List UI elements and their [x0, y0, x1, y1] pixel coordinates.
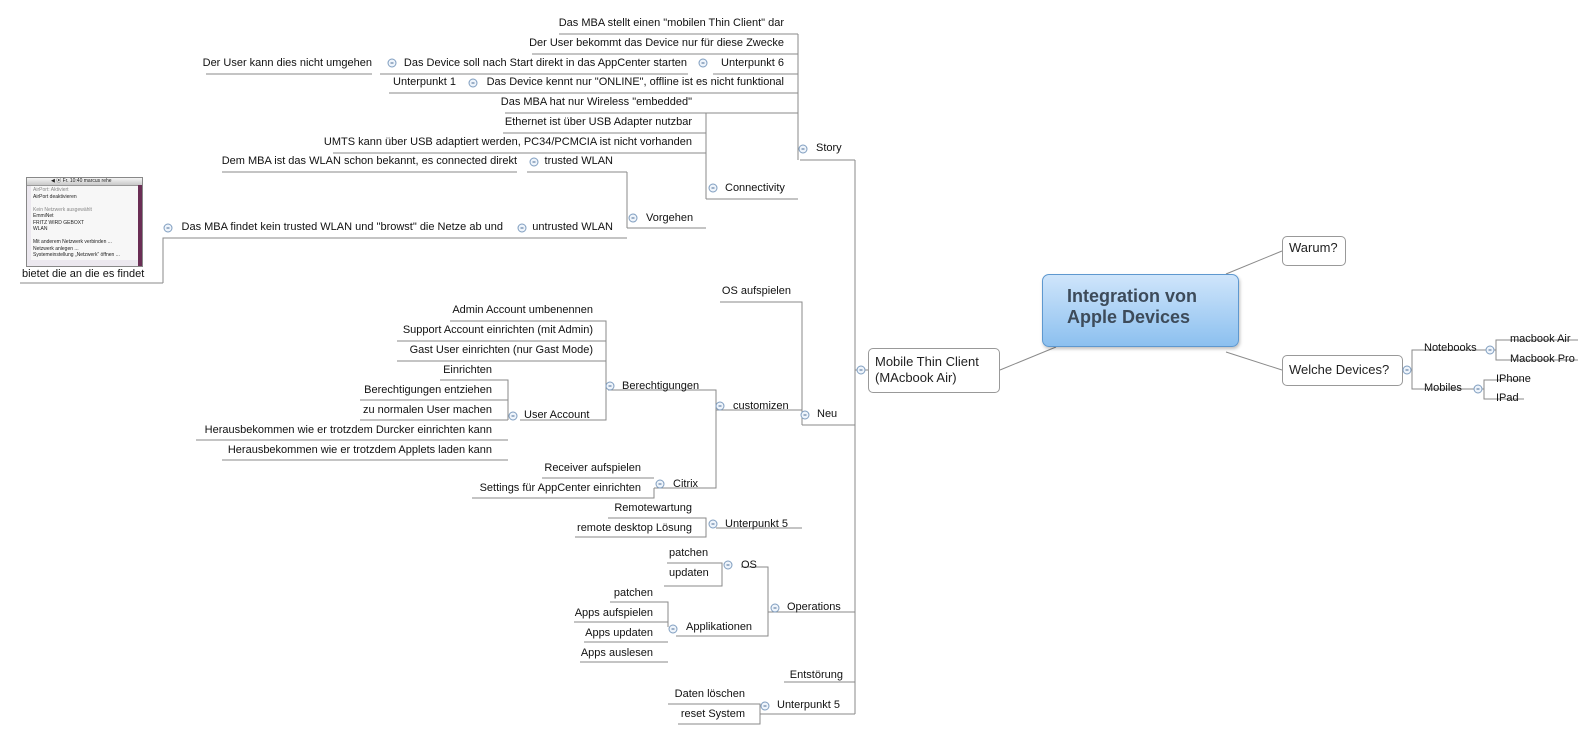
citrix-item[interactable]: Settings für AppCenter einrichten	[479, 482, 641, 494]
collapse-icon[interactable]	[508, 411, 518, 421]
collapse-icon[interactable]	[800, 410, 810, 420]
node-mobile-thin-client[interactable]: Mobile Thin Client (MAcbook Air)	[868, 348, 1000, 393]
node-appcenter[interactable]: Das Device soll nach Start direkt in das…	[403, 57, 687, 69]
central-topic-line1: Integration von	[1067, 286, 1197, 306]
user-account-item[interactable]: Herausbekommen wie er trotzdem Durcker e…	[204, 424, 492, 436]
node-os-aufspielen[interactable]: OS aufspielen	[721, 285, 791, 297]
collapse-icon[interactable]	[1473, 384, 1483, 394]
user-account-item[interactable]: Berechtigungen entziehen	[364, 384, 492, 396]
collapse-icon[interactable]	[798, 144, 808, 154]
berechtigungen-item[interactable]: Gast User einrichten (nur Gast Mode)	[409, 344, 593, 356]
node-umgehen[interactable]: Der User kann dies nicht umgehen	[202, 57, 372, 69]
user-account-item[interactable]: Einrichten	[443, 364, 492, 376]
node-customizen[interactable]: customizen	[733, 400, 789, 412]
node-untrusted-desc[interactable]: Das MBA findet kein trusted WLAN und "br…	[181, 221, 503, 233]
collapse-icon[interactable]	[770, 603, 780, 613]
collapse-icon[interactable]	[723, 560, 733, 570]
connectivity-item[interactable]: Das MBA hat nur Wireless "embedded"	[500, 96, 692, 108]
collapse-icon[interactable]	[605, 381, 615, 391]
node-citrix[interactable]: Citrix	[673, 478, 699, 490]
node-untrusted-wlan[interactable]: untrusted WLAN	[532, 221, 613, 233]
node-berechtigungen[interactable]: Berechtigungen	[622, 380, 700, 392]
os-item[interactable]: updaten	[669, 567, 709, 579]
node-operations[interactable]: Operations	[787, 601, 841, 613]
node-connectivity[interactable]: Connectivity	[725, 182, 785, 194]
unterpunkt5-item[interactable]: remote desktop Lösung	[577, 522, 692, 534]
node-unterpunkt-5[interactable]: Unterpunkt 5	[725, 518, 788, 530]
node-warum[interactable]: Warum?	[1282, 236, 1346, 266]
thumb-menu: AirPort: Aktiviert AirPort deaktivieren …	[31, 186, 142, 260]
node-os[interactable]: OS	[741, 559, 757, 571]
collapse-icon[interactable]	[468, 78, 478, 88]
collapse-icon[interactable]	[1485, 345, 1495, 355]
connectivity-item[interactable]: Ethernet ist über USB Adapter nutzbar	[504, 116, 692, 128]
user-account-item[interactable]: zu normalen User machen	[362, 404, 492, 416]
node-trusted-desc[interactable]: Dem MBA ist das WLAN schon bekannt, es c…	[221, 155, 517, 167]
applikationen-item[interactable]: Apps updaten	[585, 627, 653, 639]
node-bietet[interactable]: bietet die an die es findet	[22, 268, 145, 280]
collapse-icon[interactable]	[698, 58, 708, 68]
unterpunkt5b-item[interactable]: Daten löschen	[674, 688, 745, 700]
thumb-menubar: ◀ ⦿ Fr. 10:40 marcus rehe	[27, 178, 142, 186]
node-unterpunkt-5b[interactable]: Unterpunkt 5	[777, 699, 840, 711]
collapse-icon[interactable]	[163, 223, 173, 233]
collapse-icon[interactable]	[1402, 365, 1412, 375]
story-item[interactable]: Das MBA stellt einen "mobilen Thin Clien…	[558, 17, 784, 29]
collapse-icon[interactable]	[628, 213, 638, 223]
central-topic-line2: Apple Devices	[1067, 307, 1191, 327]
collapse-icon[interactable]	[529, 157, 539, 167]
node-notebooks[interactable]: Notebooks	[1424, 342, 1477, 354]
collapse-icon[interactable]	[517, 223, 527, 233]
node-entstoerung[interactable]: Entstörung	[789, 669, 843, 681]
collapse-icon[interactable]	[856, 365, 866, 375]
collapse-icon[interactable]	[387, 58, 397, 68]
node-unterpunkt-6[interactable]: Unterpunkt 6	[721, 57, 784, 69]
collapse-icon[interactable]	[715, 401, 725, 411]
node-story[interactable]: Story	[816, 142, 842, 154]
node-macbook-pro[interactable]: Macbook Pro	[1510, 353, 1575, 365]
central-topic[interactable]: Integration von Apple Devices	[1042, 274, 1239, 347]
node-ipad[interactable]: IPad	[1496, 392, 1519, 404]
node-mobiles[interactable]: Mobiles	[1424, 382, 1462, 394]
connectivity-item[interactable]: UMTS kann über USB adaptiert werden, PC3…	[323, 136, 692, 148]
wlan-menu-screenshot: ◀ ⦿ Fr. 10:40 marcus rehe AirPort: Aktiv…	[26, 177, 143, 267]
applikationen-item[interactable]: patchen	[613, 587, 653, 599]
applikationen-item[interactable]: Apps auslesen	[580, 647, 653, 659]
node-unterpunkt-1[interactable]: Unterpunkt 1	[393, 76, 456, 88]
node-welche-devices[interactable]: Welche Devices?	[1282, 355, 1403, 386]
node-applikationen[interactable]: Applikationen	[686, 621, 753, 633]
berechtigungen-item[interactable]: Admin Account umbenennen	[452, 304, 593, 316]
collapse-icon[interactable]	[708, 519, 718, 529]
berechtigungen-item[interactable]: Support Account einrichten (mit Admin)	[402, 324, 593, 336]
unterpunkt5b-item[interactable]: reset System	[680, 708, 745, 720]
thumb-side	[138, 185, 142, 266]
story-item[interactable]: Der User bekommt das Device nur für dies…	[529, 37, 784, 49]
collapse-icon[interactable]	[708, 183, 718, 193]
node-neu[interactable]: Neu	[817, 408, 838, 420]
citrix-item[interactable]: Receiver aufspielen	[544, 462, 641, 474]
os-item[interactable]: patchen	[669, 547, 709, 559]
collapse-icon[interactable]	[760, 701, 770, 711]
node-macbook-air[interactable]: macbook Air	[1510, 333, 1571, 345]
node-iphone[interactable]: IPhone	[1496, 373, 1531, 385]
collapse-icon[interactable]	[668, 624, 678, 634]
user-account-item[interactable]: Herausbekommen wie er trotzdem Applets l…	[227, 444, 492, 456]
node-trusted-wlan[interactable]: trusted WLAN	[544, 155, 613, 167]
unterpunkt5-item[interactable]: Remotewartung	[614, 502, 692, 514]
node-vorgehen[interactable]: Vorgehen	[646, 212, 694, 224]
node-user-account[interactable]: User Account	[524, 409, 590, 421]
applikationen-item[interactable]: Apps aufspielen	[574, 607, 653, 619]
collapse-icon[interactable]	[655, 479, 665, 489]
node-online[interactable]: Das Device kennt nur "ONLINE", offline i…	[486, 76, 784, 88]
